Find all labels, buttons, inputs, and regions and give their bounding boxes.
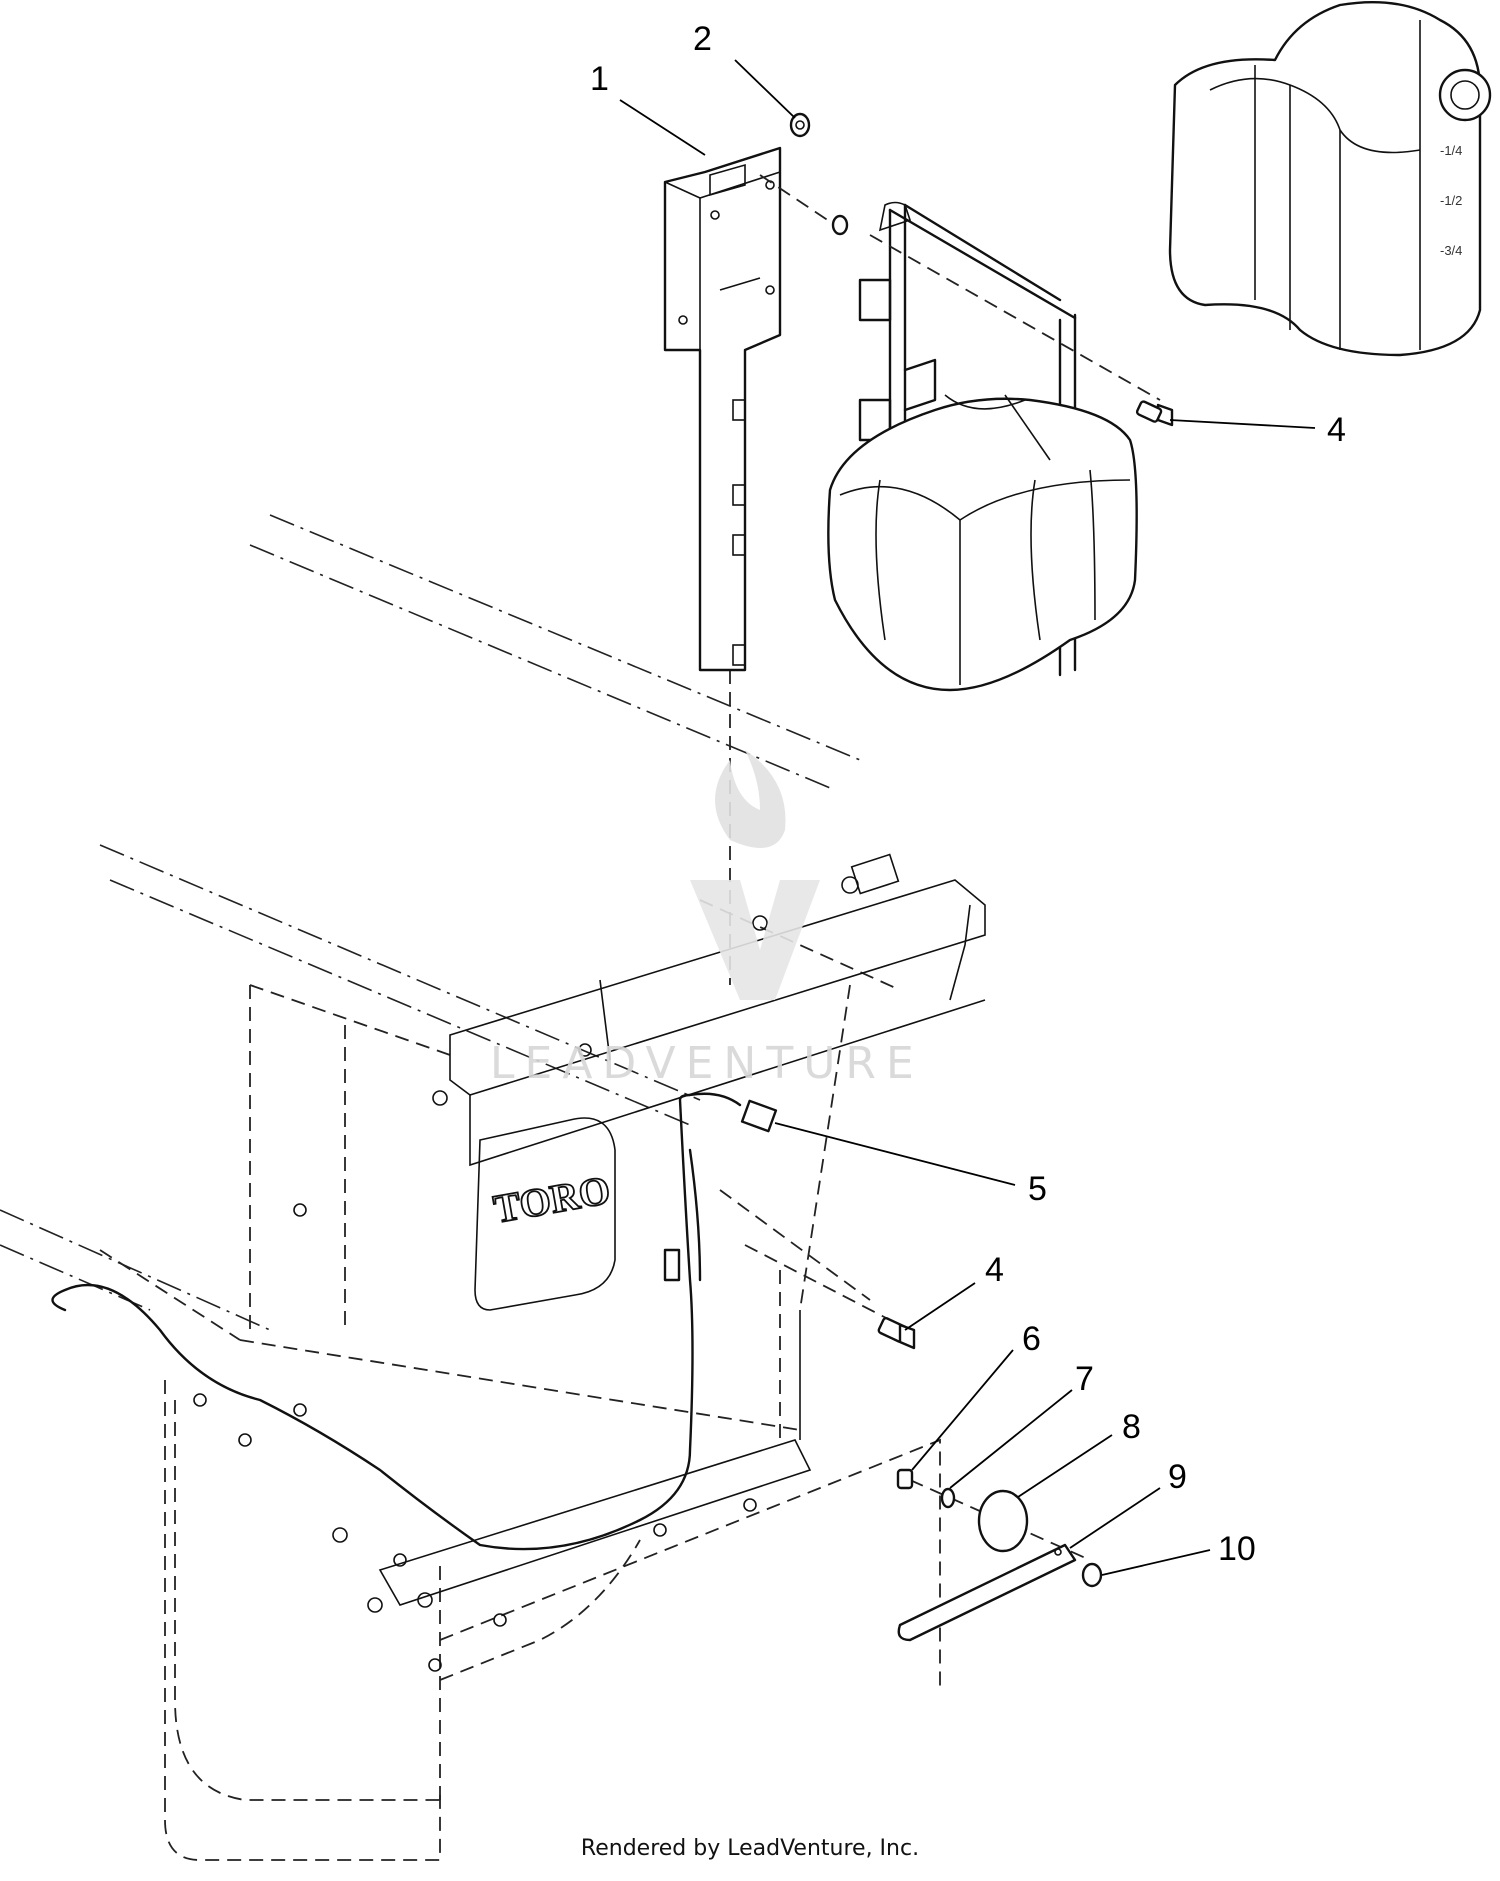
item-4-bolts bbox=[744, 400, 1174, 1350]
gauge-mark-half: -1/2 bbox=[1440, 193, 1462, 208]
tank-gauge-marks: -1/4 -1/2 -3/4 bbox=[1440, 143, 1462, 258]
callout-2: 2 bbox=[693, 20, 796, 119]
callout-4-lower: 4 bbox=[904, 1251, 1004, 1331]
render-credit: Rendered by LeadVenture, Inc. bbox=[580, 1836, 920, 1861]
callout-5: 5 bbox=[774, 1122, 1047, 1208]
item-1-upright-bracket bbox=[663, 146, 782, 672]
item-2-nut bbox=[759, 112, 1161, 401]
gauge-mark-quarter: -1/4 bbox=[1440, 143, 1462, 158]
callout-8: 8 bbox=[1017, 1408, 1141, 1498]
wire-harness bbox=[51, 1092, 778, 1551]
item-10-nut bbox=[1081, 1562, 1103, 1588]
callout-number: 4 bbox=[985, 1251, 1004, 1289]
gauge-mark-three-quarter: -3/4 bbox=[1440, 243, 1462, 258]
leadventure-watermark: LEADVENTURE bbox=[490, 750, 924, 1089]
callout-number: 2 bbox=[693, 20, 712, 58]
item-9-strap bbox=[897, 1543, 1077, 1642]
frame-brand-text: TORO bbox=[490, 1167, 613, 1232]
callout-6: 6 bbox=[911, 1320, 1041, 1471]
callout-number: 6 bbox=[1022, 1320, 1041, 1358]
callout-number: 8 bbox=[1122, 1408, 1141, 1446]
upper-fuel-tank: -1/4 -1/2 -3/4 bbox=[1168, 0, 1492, 357]
callout-number: 4 bbox=[1327, 411, 1346, 449]
reflector-assembly bbox=[896, 1468, 1103, 1642]
callout-4-upper: 4 bbox=[1169, 411, 1346, 449]
callout-number: 10 bbox=[1218, 1530, 1256, 1568]
callouts: 1 2 4 4 5 6 7 8 bbox=[590, 20, 1346, 1576]
callout-number: 5 bbox=[1028, 1170, 1047, 1208]
item-8-reflector bbox=[977, 1489, 1029, 1553]
callout-number: 9 bbox=[1168, 1458, 1187, 1496]
callout-number: 1 bbox=[590, 60, 609, 98]
item-7-washer bbox=[940, 1487, 956, 1509]
main-frame: TORO bbox=[99, 670, 986, 1861]
callout-1: 1 bbox=[590, 60, 706, 156]
callout-9: 9 bbox=[1069, 1458, 1187, 1549]
watermark-text: LEADVENTURE bbox=[490, 1038, 924, 1089]
callout-number: 7 bbox=[1075, 1360, 1094, 1398]
lower-tank bbox=[827, 394, 1138, 692]
callout-10: 10 bbox=[1101, 1530, 1256, 1576]
callout-7: 7 bbox=[949, 1360, 1094, 1489]
phantom-body-outline bbox=[0, 514, 861, 1331]
